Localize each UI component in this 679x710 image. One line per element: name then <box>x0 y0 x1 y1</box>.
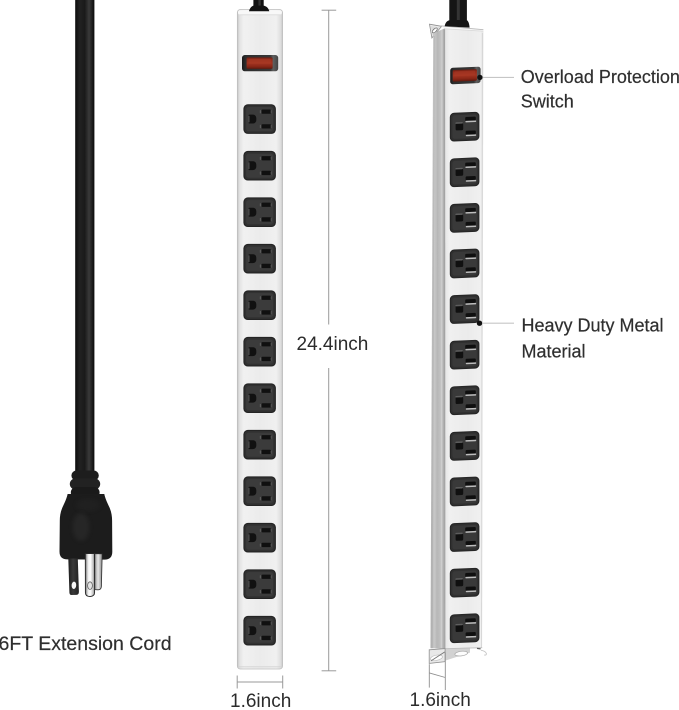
svg-text:Heavy Duty Metal: Heavy Duty Metal <box>522 316 664 336</box>
svg-text:1.6inch: 1.6inch <box>230 691 291 710</box>
svg-text:1.6inch: 1.6inch <box>410 690 471 710</box>
svg-text:Switch: Switch <box>521 91 574 111</box>
svg-text:6FT Extension Cord: 6FT Extension Cord <box>0 633 172 655</box>
svg-text:24.4inch: 24.4inch <box>297 334 369 355</box>
svg-text:Material: Material <box>522 342 586 362</box>
svg-text:Overload Protection: Overload Protection <box>521 67 679 87</box>
